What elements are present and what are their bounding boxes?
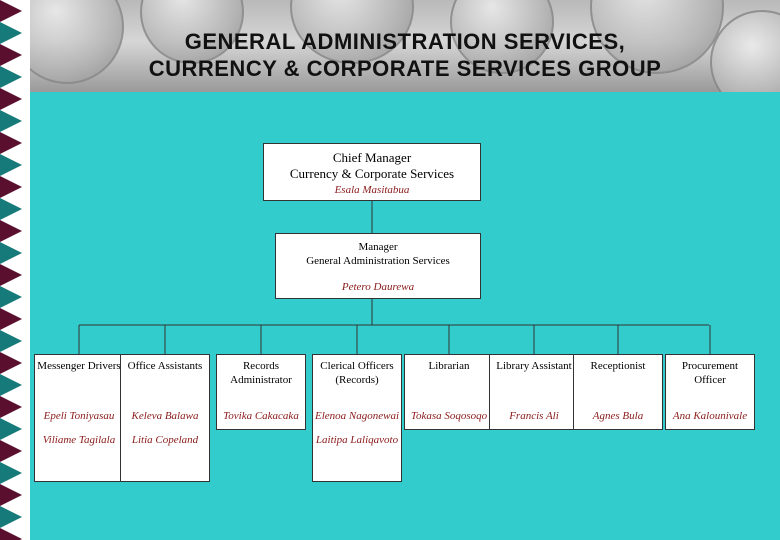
- staff-role: Messenger Drivers: [37, 360, 121, 372]
- manager-name: Petero Daurewa: [341, 281, 415, 293]
- strip-triangle: [0, 374, 22, 396]
- chief-title-line1: Chief Manager: [332, 150, 412, 165]
- strip-triangle: [0, 0, 22, 22]
- strip-triangle: [0, 176, 22, 198]
- staff-role: Library Assistant: [496, 360, 572, 372]
- coin-image: [30, 0, 124, 84]
- strip-triangle: [0, 308, 22, 330]
- strip-triangle: [0, 484, 22, 506]
- strip-triangle: [0, 110, 22, 132]
- manager-title-line2: General Administration Services: [306, 255, 450, 267]
- strip-triangle: [0, 528, 22, 540]
- manager-title-line1: Manager: [358, 241, 398, 253]
- chief-manager-box: Chief Manager Currency & Corporate Servi…: [263, 143, 481, 201]
- staff-name: Ana Kalounivale: [672, 410, 748, 422]
- strip-triangle: [0, 440, 22, 462]
- chief-title-line2: Currency & Corporate Services: [289, 166, 455, 181]
- strip-triangle: [0, 22, 22, 44]
- staff-name: Tokasa Soqosoqo: [410, 410, 488, 422]
- staff-name: Tovika Cakacaka: [223, 410, 299, 422]
- staff-role: Records Administrator: [230, 360, 292, 386]
- staff-role: Librarian: [428, 360, 470, 372]
- staff-box-receptionist: Receptionist Agnes Bula: [573, 354, 663, 430]
- title-line-1: GENERAL ADMINISTRATION SERVICES,: [184, 29, 626, 54]
- staff-name: Elenoa Nagonewai: [314, 410, 400, 422]
- strip-triangle: [0, 352, 22, 374]
- strip-triangle: [0, 88, 22, 110]
- strip-triangle: [0, 66, 22, 88]
- staff-role: Procurement Officer: [681, 360, 739, 386]
- strip-triangle: [0, 462, 22, 484]
- staff-box-library-assistant: Library Assistant Francis Ali: [489, 354, 579, 430]
- staff-role: Clerical Officers (Records): [320, 360, 394, 386]
- chief-name: Esala Masitabua: [334, 184, 410, 196]
- page-title: GENERAL ADMINISTRATION SERVICES, CURRENC…: [30, 28, 780, 82]
- decorative-left-strip: [0, 0, 30, 540]
- manager-box: Manager General Administration Services …: [275, 233, 481, 299]
- staff-name: Epeli Toniyasau: [43, 410, 115, 422]
- staff-name: Keleva Balawa: [131, 410, 199, 422]
- strip-triangle: [0, 264, 22, 286]
- staff-box-records-administrator: Records Administrator Tovika Cakacaka: [216, 354, 306, 430]
- staff-name: Francis Ali: [509, 410, 559, 422]
- staff-role: Office Assistants: [127, 360, 203, 372]
- strip-triangle: [0, 220, 22, 242]
- staff-name: Viliame Tagilala: [42, 434, 116, 446]
- strip-triangle: [0, 396, 22, 418]
- header-banner: [30, 0, 780, 92]
- strip-triangle: [0, 330, 22, 352]
- staff-box-librarian: Librarian Tokasa Soqosoqo: [404, 354, 494, 430]
- title-line-2: CURRENCY & CORPORATE SERVICES GROUP: [148, 56, 662, 81]
- staff-role: Receptionist: [590, 360, 646, 372]
- staff-box-procurement-officer: Procurement Officer Ana Kalounivale: [665, 354, 755, 430]
- strip-triangle: [0, 506, 22, 528]
- strip-triangle: [0, 198, 22, 220]
- strip-triangle: [0, 44, 22, 66]
- strip-triangle: [0, 286, 22, 308]
- staff-box-office-assistants: Office Assistants Keleva Balawa Litia Co…: [120, 354, 210, 482]
- strip-triangle: [0, 154, 22, 176]
- strip-triangle: [0, 242, 22, 264]
- strip-triangle: [0, 418, 22, 440]
- staff-box-messenger-drivers: Messenger Drivers Epeli Toniyasau Viliam…: [34, 354, 124, 482]
- staff-box-clerical-officers: Clerical Officers (Records) Elenoa Nagon…: [312, 354, 402, 482]
- staff-name: Agnes Bula: [592, 410, 644, 422]
- strip-triangle: [0, 132, 22, 154]
- staff-name: Laitipa Laliqavoto: [315, 434, 399, 446]
- staff-name: Litia Copeland: [131, 434, 199, 446]
